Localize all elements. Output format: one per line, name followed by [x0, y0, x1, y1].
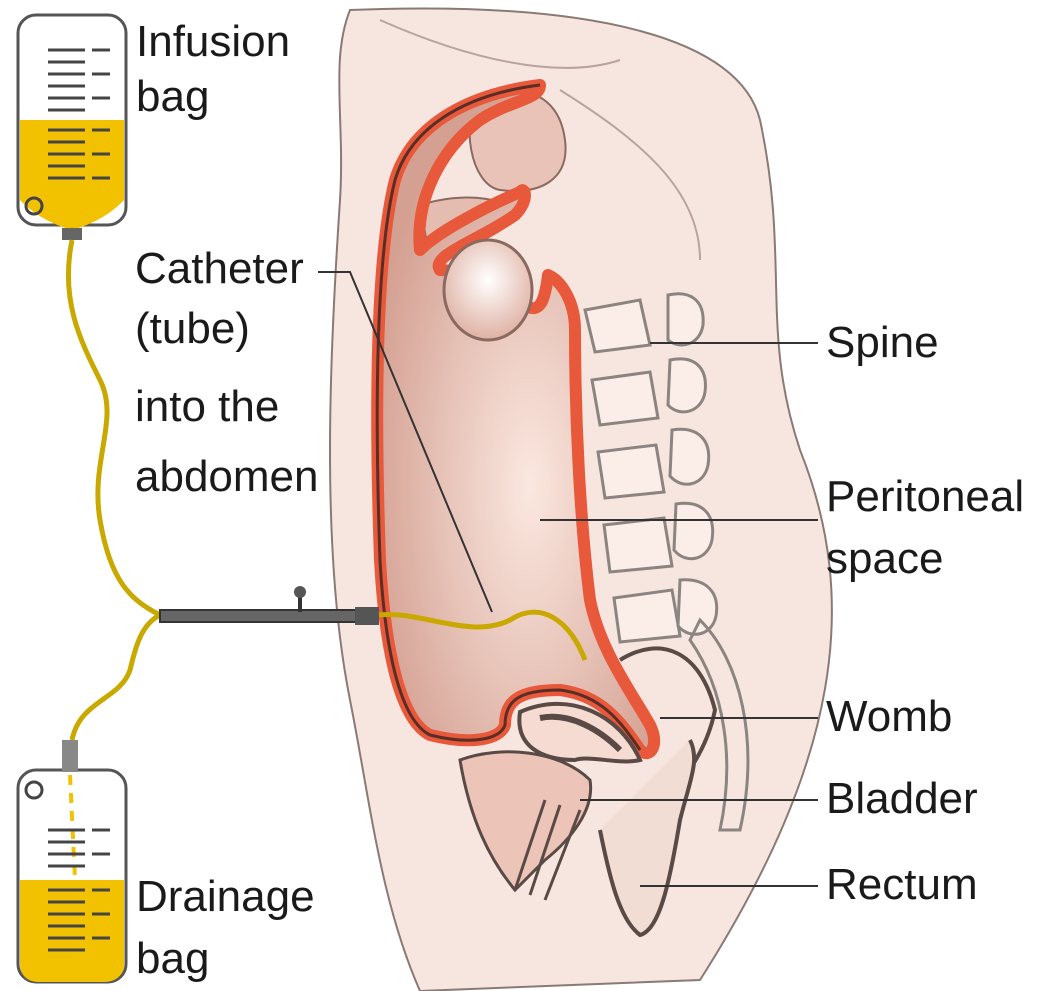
- label-rectum: Rectum: [826, 858, 978, 912]
- label-catheter-line1: Catheter: [135, 242, 304, 296]
- catheter-port: [355, 607, 379, 625]
- vertebra: [604, 518, 672, 572]
- label-infusion-bag-line1: Infusion: [136, 15, 290, 69]
- vertebra: [674, 503, 713, 558]
- infusion-bag-icon: [18, 15, 126, 240]
- label-drainage-bag-line1: Drainage: [136, 870, 315, 924]
- label-drainage-bag-line2: bag: [136, 932, 209, 986]
- label-catheter-line4: abdomen: [135, 450, 318, 504]
- label-spine: Spine: [826, 316, 939, 370]
- label-catheter-line3: into the: [135, 380, 279, 434]
- catheter-clamp-line: [160, 610, 360, 622]
- label-infusion-bag-line2: bag: [136, 70, 209, 124]
- clamp-icon: [294, 586, 306, 612]
- vertebra: [670, 429, 709, 484]
- drainage-tube: [72, 615, 160, 740]
- vertebra: [668, 294, 703, 345]
- vertebra: [585, 300, 650, 352]
- vertebra: [614, 590, 680, 642]
- vertebra: [592, 372, 658, 425]
- label-peritoneal-line2: space: [826, 532, 943, 586]
- bowel-loop: [444, 240, 532, 340]
- drainage-bag-icon: [18, 740, 126, 982]
- vertebra: [668, 359, 705, 412]
- vertebra: [598, 445, 664, 498]
- label-catheter-line2: (tube): [135, 302, 250, 356]
- label-peritoneal-line1: Peritoneal: [826, 470, 1024, 524]
- label-bladder: Bladder: [826, 772, 978, 826]
- label-womb: Womb: [826, 690, 952, 744]
